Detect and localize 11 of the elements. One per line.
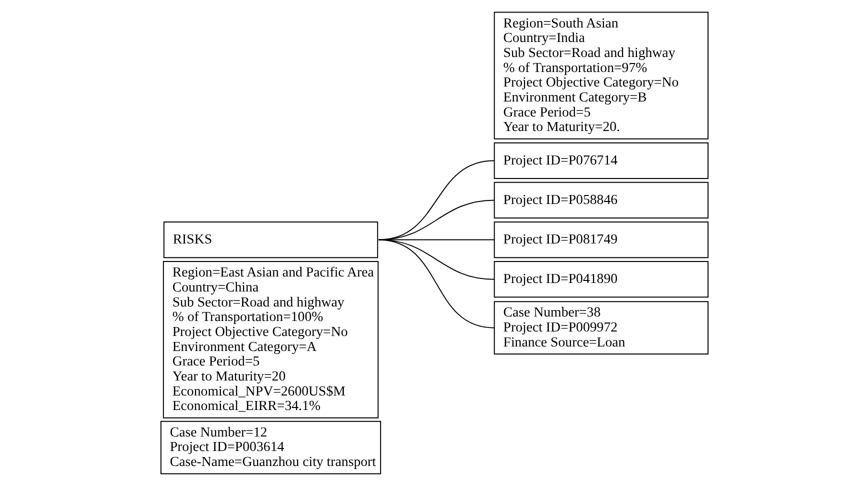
- connector: [378, 160, 494, 240]
- node-box: Project ID=P058846: [493, 182, 708, 219]
- node-box: Project ID=P081749: [493, 221, 708, 258]
- node-box: Project ID=P076714: [493, 142, 708, 179]
- node-box: Project ID=P041890: [493, 261, 708, 298]
- node-box: RISKS: [162, 221, 378, 258]
- node-box: Case Number=38 Project ID=P009972 Finance Source=Loan: [493, 301, 708, 355]
- node-box: Region=East Asian and Pacific Area Country=China Sub Sector=Road and highway % of Transportation=100% Project Objective Category=No Environment Category=A Grace Period=5 Year to Maturity=20 Economical_NPV=2600US$M Economical_EIRR=34.1%: [162, 261, 378, 418]
- connector: [378, 239, 494, 328]
- node-box: Case Number=12 Project ID=P003614 Case-Name=Guanzhou city transport: [160, 420, 381, 474]
- node-box: Region=South Asian Country=India Sub Sector=Road and highway % of Transportation=97% Project Objective Category=No Environment Category=B Grace Period=5 Year to Maturity=20.: [493, 12, 708, 140]
